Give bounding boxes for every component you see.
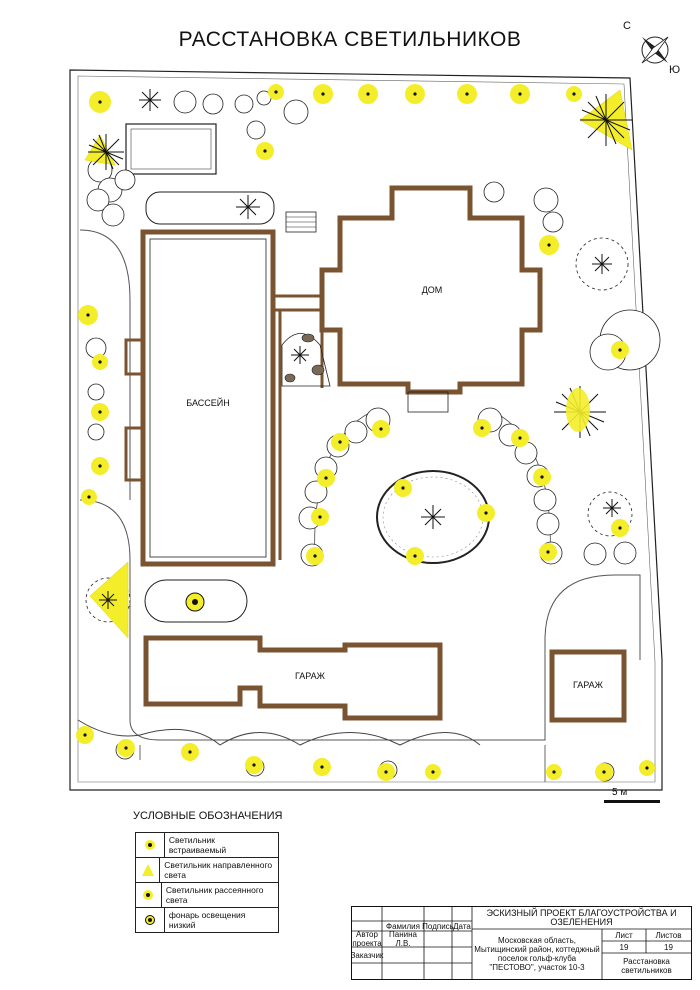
rock-garden [281,333,331,387]
compass-north-label: С [623,20,631,32]
recessed-light-icons [76,84,655,781]
sheets-label: Листов [655,930,682,940]
recessed-light-icon [144,840,155,850]
gazebo [125,123,217,175]
scale-label: 5 м [612,787,628,798]
legend-row: фонарь освещения низкий [136,908,278,932]
title-block: Фамилия Подпись Дата Автор проекта Панин… [351,906,692,980]
driveway [79,499,641,741]
legend-item-label: Светильник направленного света [164,860,273,880]
sheet-name: Расстановка светильников [621,957,672,975]
title-block-grid [352,907,691,979]
pool-label: БАССЕЙН [186,398,230,408]
house-building [319,185,543,395]
legend-row: Светильник направленного света [136,858,278,883]
low-lantern-icon [144,915,155,925]
legend-row: Светильник встраиваемый [136,833,278,858]
row-client: Заказчик [350,950,384,960]
row-author: Автор проекта [352,930,382,948]
directional-light-icon [141,864,154,876]
site-boundary [69,69,663,791]
legend-row: Светильник рассеянного света [136,883,278,908]
drawing-title: РАССТАНОВКА СВЕТИЛЬНИКОВ [178,28,522,51]
legend: Светильник встраиваемый Светильник напра… [135,832,279,933]
pool-building [124,229,276,567]
col-signature: Подпись [422,921,454,931]
legend-title: УСЛОВНЫЕ ОБОЗНАЧЕНИЯ [133,810,283,822]
diffused-light-icon [143,890,154,900]
legend-item-label: фонарь освещения низкий [168,910,246,930]
scale-bar [604,800,660,803]
col-date: Дата [453,921,471,931]
garage-small-label: ГАРАЖ [573,680,603,690]
legend-item-label: Светильник встраиваемый [168,835,227,855]
compass-south-label: Ю [669,64,681,76]
compass-rose-icon [641,36,669,64]
diffused-light-icons [566,388,590,432]
project-address: Московская область, Мытищинский район, к… [474,936,600,972]
fountain [144,579,248,623]
sheets-value: 19 [664,942,673,952]
garage-main-building [143,635,443,721]
house-label: ДОМ [421,285,443,295]
garage-small-building [549,649,627,723]
project-title: ЭСКИЗНЫЙ ПРОЕКТ БЛАГОУСТРОЙСТВА И ОЗЕЛЕН… [486,908,677,927]
sheet-value: 19 [619,942,629,952]
author-name: Панина Л.В. [389,930,417,948]
legend-item-label: Светильник рассеянного света [165,885,264,905]
sheet-label: Лист [615,930,633,940]
garage-main-label: ГАРАЖ [295,671,325,681]
col-surname: Фамилия [386,921,420,931]
